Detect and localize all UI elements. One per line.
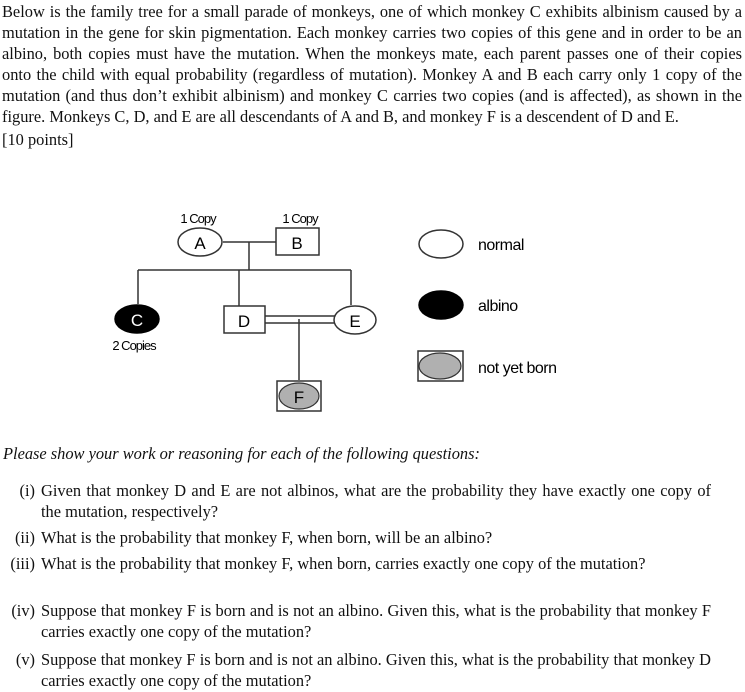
monkey-b-square [275, 227, 320, 256]
a-copy-note: 1 Copy [180, 211, 217, 226]
legend: normal albino not yet born [417, 229, 557, 382]
c-copy-note: 2 Copies [112, 338, 157, 353]
legend-albino-label: albino [478, 298, 518, 315]
question-text: Given that monkey D and E are not albino… [41, 481, 711, 521]
monkey-a-circle [177, 227, 223, 257]
monkey-e-label: E [349, 312, 360, 331]
b-copy-note: 1 Copy [282, 211, 319, 226]
question-text: Suppose that monkey F is born and is not… [41, 601, 711, 641]
question-number: (v) [15, 650, 35, 669]
question-text: What is the probability that monkey F, w… [41, 554, 646, 573]
question-number: (iii) [10, 554, 35, 573]
points-label: [10 points] [2, 130, 74, 150]
question-3: (iii) What is the probability that monke… [10, 553, 711, 574]
family-tree-diagram: 1 Copy A 1 Copy B C 2 Copies D E F norma… [112, 211, 557, 412]
question-text: What is the probability that monkey F, w… [41, 528, 493, 547]
legend-normal-icon [418, 229, 464, 259]
question-number: (i) [19, 481, 35, 500]
monkey-f-circle [278, 382, 320, 410]
monkey-d-label: D [238, 312, 250, 331]
monkey-d-square [223, 305, 266, 334]
monkey-c-label: C [131, 311, 143, 330]
question-5: (v) Suppose that monkey F is born and is… [16, 649, 711, 691]
monkey-e-circle [333, 305, 377, 335]
question-1: (i) Given that monkey D and E are not al… [20, 480, 711, 522]
intro-paragraph: Below is the family tree for a small par… [2, 2, 742, 126]
question-4: (iv) Suppose that monkey F is born and i… [11, 600, 711, 642]
question-2: (ii) What is the probability that monkey… [15, 527, 711, 548]
instruction-text: Please show your work or reasoning for e… [3, 444, 480, 463]
question-text: Suppose that monkey F is born and is not… [41, 650, 711, 690]
legend-unborn-label: not yet born [478, 360, 557, 377]
pedigree-lines [137, 241, 352, 380]
monkey-b-label: B [291, 234, 302, 253]
monkey-f-label: F [294, 388, 304, 407]
legend-unborn-icon [418, 352, 462, 380]
question-number: (ii) [14, 528, 35, 547]
question-number: (iv) [11, 601, 35, 620]
monkey-c-circle [114, 304, 160, 334]
legend-albino-icon [418, 290, 464, 320]
problem-intro: Below is the family tree for a small par… [2, 2, 742, 151]
legend-normal-label: normal [478, 237, 524, 254]
monkey-a-label: A [194, 234, 206, 253]
